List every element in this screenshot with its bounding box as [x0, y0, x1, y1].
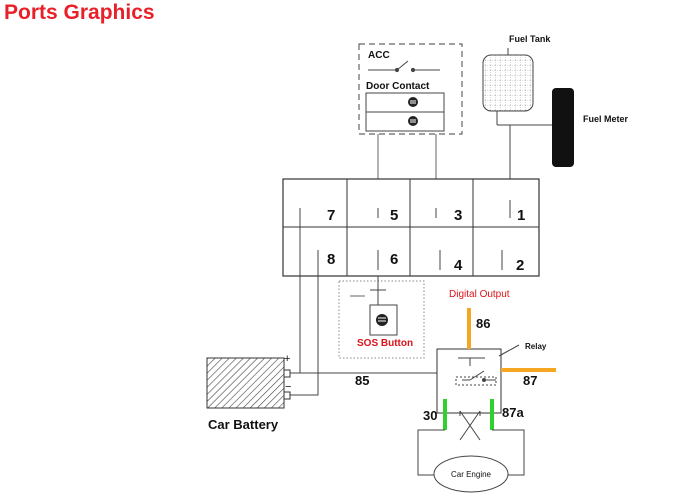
sos-button-icon	[376, 314, 388, 326]
car-engine-loop	[417, 429, 525, 476]
car-battery-label: Car Battery	[208, 417, 279, 432]
acc-label: ACC	[368, 50, 390, 61]
digital-output-label: Digital Output	[449, 289, 510, 300]
acc-switch-icon	[368, 60, 440, 73]
page-title: Ports Graphics	[4, 1, 155, 24]
relay-pin-87a: 87a	[502, 405, 524, 420]
sos-area: SOS Button	[338, 276, 425, 359]
relay-label: Relay	[525, 342, 547, 351]
fuel-tank: Fuel Tank	[482, 34, 552, 180]
door-contact-label: Door Contact	[366, 81, 430, 92]
relay-pin-85: 85	[355, 373, 369, 388]
relay-pin-86: 86	[476, 316, 490, 331]
relay-pin-30: 30	[423, 408, 437, 423]
sos-button-label: SOS Button	[357, 338, 413, 349]
port-label-4: 4	[454, 257, 463, 274]
port-label-6: 6	[390, 251, 398, 268]
port-label-5: 5	[390, 207, 398, 224]
port-label-3: 3	[454, 207, 462, 224]
door-contact-screw-icon	[408, 97, 418, 107]
port-label-8: 8	[327, 251, 335, 268]
car-engine: Car Engine	[433, 455, 509, 493]
car-battery: + − Car Battery	[206, 353, 291, 432]
battery-minus-sign: −	[285, 381, 291, 393]
port-block: 7 5 3 1 8 6 4 2	[282, 178, 540, 277]
port-label-2: 2	[516, 257, 524, 274]
acc-door-group: ACC Door Contact	[358, 43, 463, 135]
fuel-meter: Fuel Meter	[552, 88, 629, 167]
port-label-1: 1	[517, 207, 525, 224]
fuel-meter-label: Fuel Meter	[583, 114, 629, 124]
relay-pin-87: 87	[523, 373, 537, 388]
car-engine-label: Car Engine	[451, 470, 492, 479]
relay: Relay 86 87 85 30 87a	[355, 308, 556, 441]
battery-plus-sign: +	[284, 353, 290, 365]
fuel-tank-label: Fuel Tank	[509, 34, 551, 44]
port-label-7: 7	[327, 207, 335, 224]
door-contact-screw-icon	[408, 116, 418, 126]
